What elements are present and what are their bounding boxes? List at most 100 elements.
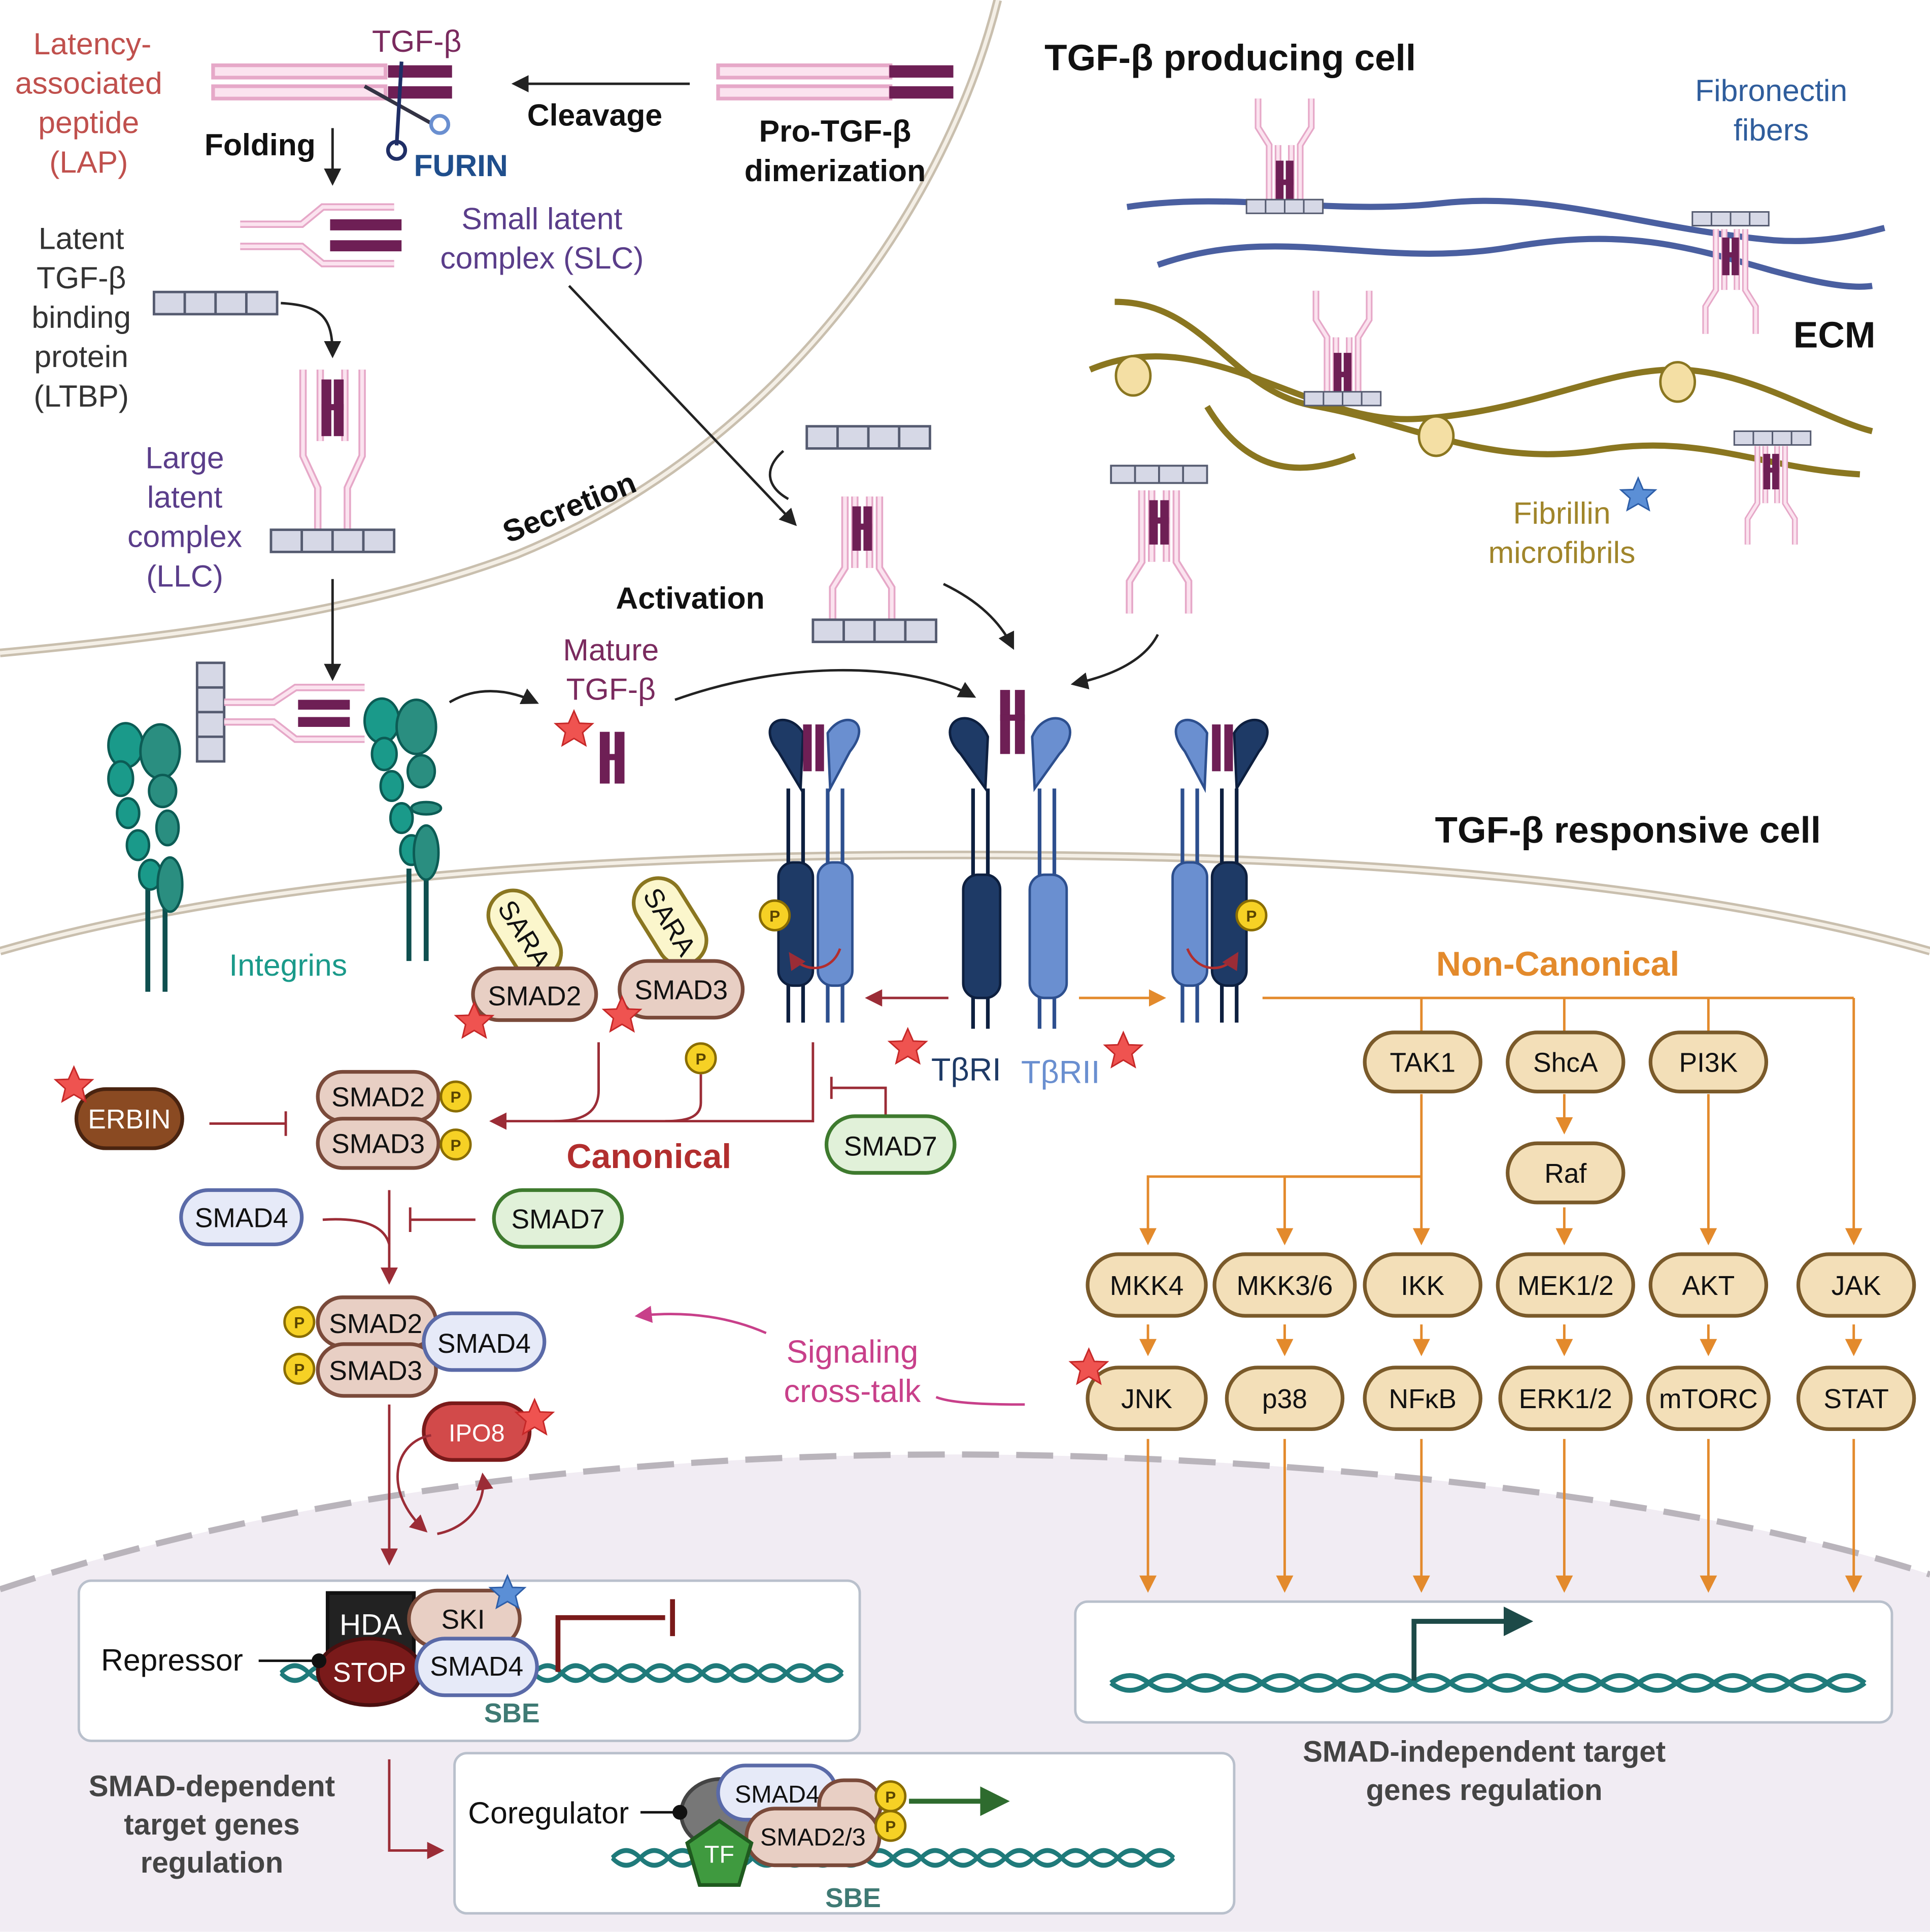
tbri-label: TβRI	[931, 1052, 1001, 1088]
llc-label: Large latent complex (LLC)	[127, 440, 242, 593]
svg-text:(LLC): (LLC)	[146, 558, 223, 593]
producing-cell-membrane	[0, 0, 1002, 657]
ipo8: IPO8	[422, 1401, 532, 1462]
svg-text:SMAD-independent target: SMAD-independent target	[1303, 1736, 1666, 1769]
tbri-star-icon	[888, 1028, 927, 1064]
smad4-join-arrows	[322, 1190, 476, 1285]
sbe-label-repressor: SBE	[484, 1698, 540, 1728]
p-left-receptor	[760, 901, 789, 930]
smad4-repressor-label: SMAD4	[430, 1652, 523, 1682]
integrin-right	[363, 697, 443, 961]
ecm-latent-complex-4	[1733, 430, 1812, 544]
ecm-latent-complex-3	[1303, 291, 1382, 407]
coregulator-label: Coregulator	[468, 1795, 629, 1830]
tbrii-label: TβRII	[1021, 1054, 1100, 1090]
svg-text:Pro-TGF-β: Pro-TGF-β	[759, 114, 911, 148]
activation-complex	[813, 496, 936, 642]
svg-text:Large: Large	[145, 440, 224, 475]
responsive-cell-membrane	[0, 850, 1930, 955]
kinase-row-3: JNK p38 NFκB ERK1/2 mTORC STAT	[1086, 1365, 1916, 1431]
ltbp-released	[807, 426, 930, 449]
ikk-label: IKK	[1401, 1271, 1444, 1301]
erbin-label: ERBIN	[88, 1105, 171, 1135]
mature-to-receptor-arrow	[674, 669, 976, 701]
fibrillin-label: Fibrillin microfibrils	[1488, 495, 1636, 570]
svg-text:associated: associated	[15, 65, 162, 100]
smad-independent-label: SMAD-independent target genes regulation	[1303, 1736, 1666, 1807]
svg-text:(LAP): (LAP)	[49, 145, 128, 179]
erbin-inhibit	[209, 1111, 287, 1136]
ecm-latent-complex-1	[1245, 98, 1324, 214]
coregulator-pointer	[640, 1805, 688, 1820]
svg-text:peptide: peptide	[38, 105, 139, 140]
producing-cell-title: TGF-β producing cell	[1044, 37, 1416, 78]
sbe-label-coregulator: SBE	[825, 1883, 881, 1913]
svg-text:Mature: Mature	[563, 632, 659, 667]
smad4-free-label: SMAD4	[195, 1203, 288, 1233]
small-latent-complex	[240, 203, 402, 268]
mek12-label: MEK1/2	[1517, 1271, 1614, 1301]
receptor-complex-right	[1171, 719, 1269, 1023]
svg-text:complex: complex	[127, 519, 242, 554]
tgfb-label: TGF-β	[372, 24, 461, 58]
stat-label: STAT	[1823, 1384, 1888, 1414]
mkk4-label: MKK4	[1110, 1271, 1183, 1301]
smad7-inhibit-receptor	[830, 1077, 887, 1116]
svg-text:dimerization: dimerization	[744, 153, 926, 188]
smad7-lower: SMAD7	[492, 1188, 624, 1249]
slc-to-activation-arrow	[568, 285, 797, 526]
mtorc-label: mTORC	[1659, 1384, 1758, 1414]
p-coregulator-2	[876, 1811, 905, 1841]
kinase-row-2: MKK4 MKK3/6 IKK MEK1/2 AKT JAK	[1086, 1252, 1916, 1318]
canonical-label: Canonical	[566, 1137, 731, 1176]
ltbp-label: Latent TGF-β binding protein (LTBP)	[31, 221, 131, 413]
p-trimer-1	[285, 1307, 314, 1337]
pro-tgfb-cleaved	[211, 63, 452, 101]
integrin-bound-llc	[195, 661, 365, 763]
svg-text:(LTBP): (LTBP)	[33, 379, 129, 413]
tf-label: TF	[704, 1841, 734, 1869]
nfkb-label: NFκB	[1389, 1384, 1457, 1414]
crosstalk-arrow	[935, 1396, 1025, 1406]
trimer-smad2-label: SMAD2	[329, 1309, 422, 1339]
smad2-p-label: SMAD2	[331, 1082, 425, 1112]
activation-label: Activation	[616, 581, 765, 615]
slc-label: Small latent complex (SLC)	[440, 201, 644, 275]
svg-text:TGF-β: TGF-β	[37, 260, 126, 295]
p-coregulator-1	[876, 1782, 905, 1811]
ltbp-release-curve	[769, 450, 789, 501]
repressor-to-coregulator-arrow	[388, 1759, 445, 1859]
smad-dependent-label: SMAD-dependent target genes regulation	[89, 1770, 335, 1879]
akt-label: AKT	[1682, 1271, 1735, 1301]
jnk-label: JNK	[1121, 1384, 1172, 1414]
ski-label: SKI	[442, 1605, 485, 1635]
svg-text:target genes: target genes	[124, 1808, 299, 1841]
svg-text:Signaling: Signaling	[787, 1334, 919, 1370]
sara-smad3: SARA SMAD3	[618, 876, 745, 1020]
smad3-p-label: SMAD3	[331, 1129, 425, 1159]
svg-text:Latent: Latent	[39, 221, 124, 255]
svg-text:TGF-β: TGF-β	[566, 672, 656, 707]
fibronectin-fibers	[1126, 197, 1885, 290]
repressor-label: Repressor	[101, 1643, 243, 1677]
smad3-membrane-label: SMAD3	[634, 975, 728, 1005]
mature-tgfb-dimer	[599, 731, 625, 784]
tak1-label: TAK1	[1390, 1048, 1455, 1078]
receptor-complex-left	[768, 719, 861, 1023]
erbin: ERBIN	[74, 1087, 184, 1150]
ltbp-binding-arrow	[281, 302, 342, 358]
responsive-cell-title: TGF-β responsive cell	[1435, 810, 1821, 851]
erk12-label: ERK1/2	[1519, 1384, 1612, 1414]
mature-tgfb-star-icon	[555, 710, 593, 746]
fibrillin-microfibrils	[1089, 298, 1873, 478]
p-smad2	[441, 1082, 470, 1111]
svg-text:genes regulation: genes regulation	[1366, 1774, 1603, 1807]
smad7-lower-label: SMAD7	[512, 1205, 605, 1235]
fibrillin-star-icon	[1620, 477, 1656, 511]
svg-text:microfibrils: microfibrils	[1488, 535, 1636, 570]
repressed-transcription-icon	[555, 1599, 675, 1672]
trimer-smad3-label: SMAD3	[329, 1356, 422, 1386]
noncanonical-label: Non-Canonical	[1436, 945, 1679, 983]
integrin-left	[107, 722, 184, 992]
shca-label: ShcA	[1533, 1048, 1598, 1078]
